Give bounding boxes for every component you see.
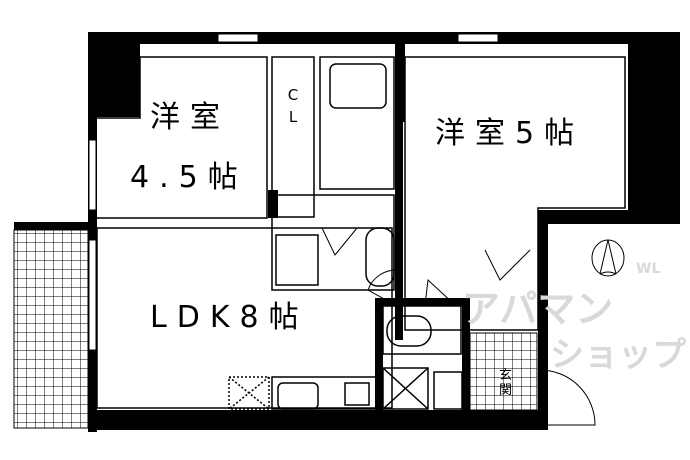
room-western-2-name: 洋室5帖 (435, 116, 585, 151)
closet-2-label: C L (647, 64, 661, 108)
entrance-floor (469, 332, 538, 411)
compass-icon (591, 239, 625, 277)
room-western-1-name: 洋室 (150, 100, 230, 135)
room-ldk-name: LDK8帖 (150, 300, 309, 335)
closet-1-c: C (287, 86, 299, 104)
watermark-line2: ショップ (550, 335, 686, 375)
room-western-1-size: 4.5帖 (130, 160, 248, 195)
closet-1-l: L (288, 108, 298, 126)
watermark-line1: アパマン (462, 287, 614, 331)
doors (321, 227, 596, 426)
windows (88, 33, 499, 351)
balcony (13, 229, 89, 429)
entrance-label-2: 関 (499, 383, 513, 398)
closet-1-label: C L (286, 84, 300, 128)
room-outlines (96, 56, 676, 410)
closet-2-c: C (648, 66, 660, 84)
closet-2-l: L (649, 88, 659, 106)
watermark-sub: WL (636, 261, 661, 277)
entrance-label-1: 玄 (499, 368, 513, 383)
entrance-label: 玄 関 (499, 368, 513, 398)
